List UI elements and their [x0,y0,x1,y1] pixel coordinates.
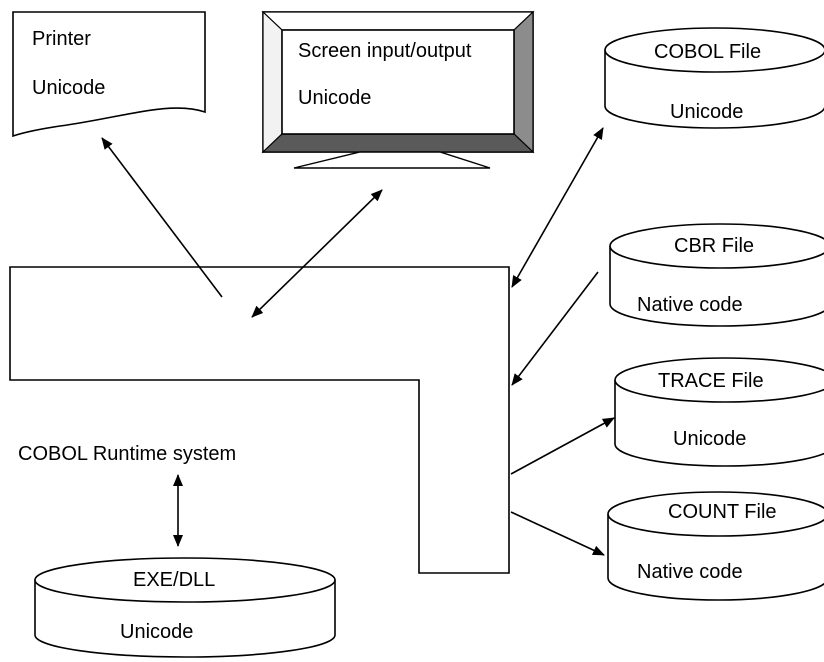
trace-file-encoding: Unicode [673,428,746,450]
screen-encoding: Unicode [298,87,371,109]
cobol-file-encoding: Unicode [670,101,743,123]
monitor-icon [261,10,535,169]
cbr-file-encoding: Native code [637,294,743,316]
screen-node: Screen input/output Unicode [261,10,535,169]
count-file-cylinder-icon [607,491,824,601]
printer-title: Printer [32,28,91,50]
exe-dll-title: EXE/DLL [133,569,215,591]
trace-file-title: TRACE File [658,370,764,392]
trace-file-node: TRACE File Unicode [614,357,824,467]
runtime-system-block [9,266,510,574]
cobol-file-node: COBOL File Unicode [604,27,824,129]
exe-dll-encoding: Unicode [120,621,193,643]
cbr-file-title: CBR File [674,235,754,257]
arrow-runtime-cobol-file [511,127,604,288]
count-file-title: COUNT File [668,501,777,523]
printer-encoding: Unicode [32,77,105,99]
arrow-cbr-file-to-runtime [511,271,599,386]
arrow-runtime-screen [251,189,383,318]
arrow-runtime-to-count-file [510,511,605,556]
count-file-node: COUNT File Native code [607,491,824,601]
cbr-file-cylinder-icon [609,223,824,327]
cobol-file-title: COBOL File [654,41,761,63]
exe-dll-node: EXE/DLL Unicode [34,557,336,658]
screen-title: Screen input/output [298,40,472,62]
trace-file-cylinder-icon [614,357,824,467]
printer-document-icon [12,11,206,138]
cobol-file-cylinder-icon [604,27,824,129]
arrow-runtime-to-printer [101,137,223,298]
exe-dll-cylinder-icon [34,557,336,658]
runtime-system-label: COBOL Runtime system [18,443,236,465]
cbr-file-node: CBR File Native code [609,223,824,327]
printer-node: Printer Unicode [12,11,206,138]
count-file-encoding: Native code [637,561,743,583]
arrow-runtime-to-trace-file [510,417,615,475]
